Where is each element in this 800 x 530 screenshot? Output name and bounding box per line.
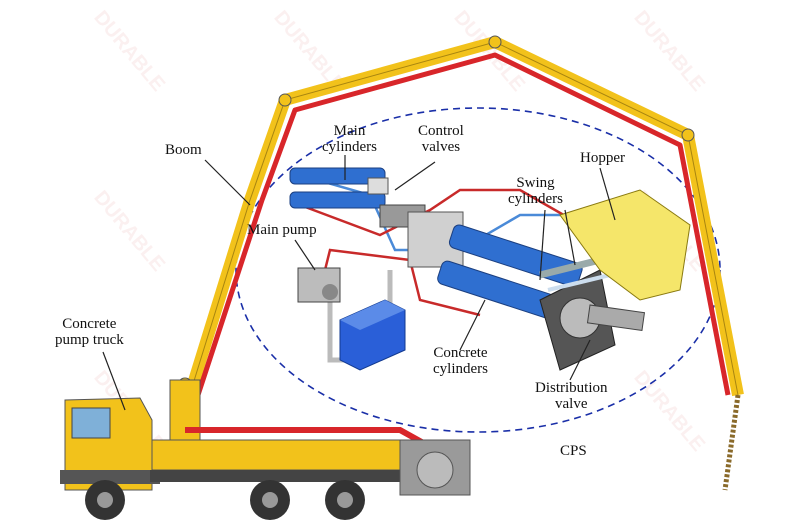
main-cylinders — [289, 167, 386, 209]
distribution-valve — [539, 269, 646, 371]
label-line: cylinders — [508, 191, 563, 207]
label-concrete-cylinders: Concrete cylinders — [433, 345, 488, 377]
swing-cylinders — [539, 256, 611, 292]
label-distribution-valve: Distribution valve — [535, 380, 608, 412]
label-line: Control — [418, 123, 464, 139]
oil-tank — [339, 299, 406, 371]
label-control-valves: Control valves — [418, 123, 464, 155]
label-line: valve — [555, 396, 588, 412]
label-concrete-pump-truck: Concrete pump truck — [55, 316, 124, 348]
label-line: pump truck — [55, 332, 124, 348]
label-swing-cylinders: Swing cylinders — [508, 175, 563, 207]
label-line: Concrete — [433, 345, 488, 361]
label-line: Distribution — [535, 380, 608, 396]
label-line: Swing — [516, 175, 555, 191]
label-line: Concrete — [62, 316, 117, 332]
label-hopper: Hopper — [580, 150, 625, 166]
label-cps: CPS — [560, 443, 587, 459]
label-main-pump: Main pump — [247, 222, 317, 238]
main-pump — [297, 267, 341, 303]
hopper — [559, 189, 691, 301]
concrete-pump-truck — [60, 379, 471, 520]
label-line: valves — [421, 139, 461, 155]
label-main-cylinders: Main cylinders — [322, 123, 377, 155]
label-line: cylinders — [322, 139, 377, 155]
label-boom: Boom — [165, 142, 202, 158]
label-line: Main — [333, 123, 366, 139]
label-line: cylinders — [433, 361, 488, 377]
leader-lines — [102, 155, 616, 411]
